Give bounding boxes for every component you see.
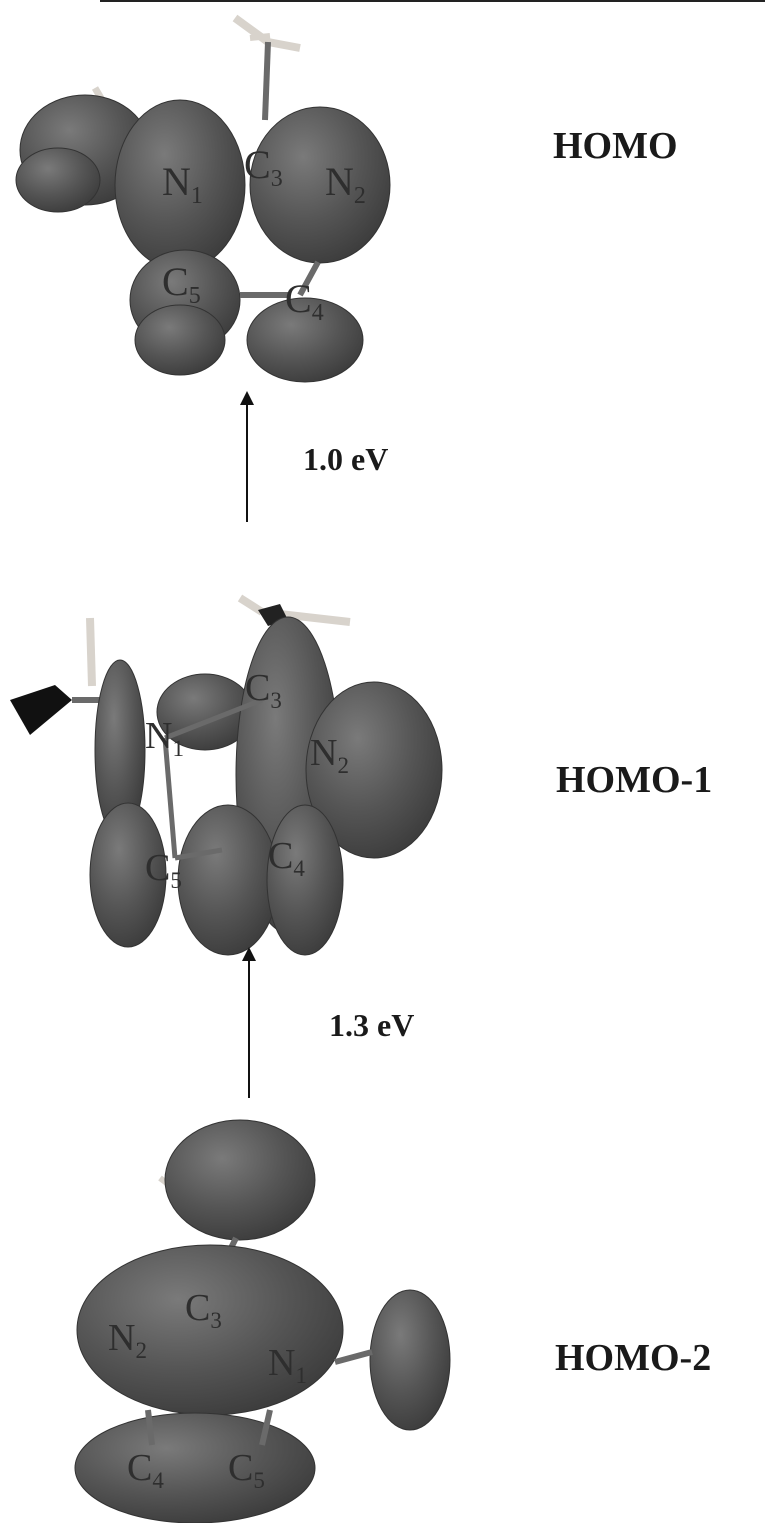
homo-2-orbital: C3 N2 N1 C4 C5 [75, 1120, 450, 1523]
homo-label: HOMO [553, 125, 678, 167]
homo-1-orbital: C3 N1 N2 C5 C4 [10, 598, 442, 955]
homo-2-label: HOMO-2 [555, 1337, 711, 1379]
homo-1-label: HOMO-1 [556, 759, 712, 801]
energy-gap-2-label: 1.3 eV [329, 1007, 414, 1043]
energy-gap-1-label: 1.0 eV [303, 441, 388, 477]
homo-orbital: N1 C3 N2 C5 C4 [16, 18, 390, 382]
homo-atom-c4: C4 [285, 276, 324, 326]
